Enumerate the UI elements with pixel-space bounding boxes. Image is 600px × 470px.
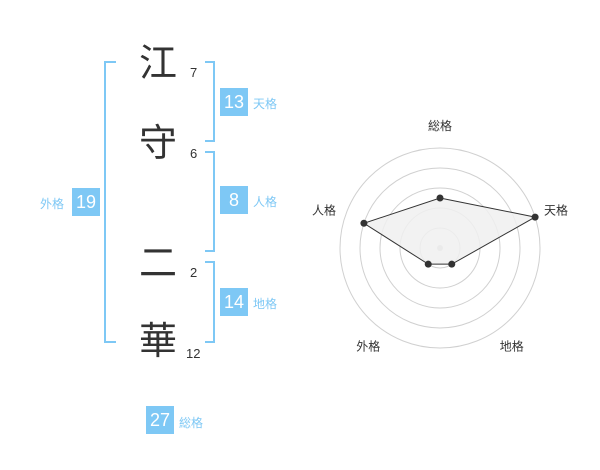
- chikaku-value: 14: [220, 288, 248, 316]
- radar-point: [531, 213, 539, 221]
- radar-point: [436, 194, 444, 202]
- name-char-3: 二: [138, 241, 177, 285]
- gaikaku-label: 外格: [40, 197, 65, 211]
- name-char-4: 華: [138, 319, 177, 363]
- radar-polygon: [362, 197, 537, 265]
- chikaku-label: 地格: [253, 297, 278, 311]
- radar-axis-label: 外格: [356, 339, 380, 354]
- soukaku-label: 総格: [179, 416, 204, 430]
- radar-point: [424, 260, 432, 268]
- gaikaku-bracket: [104, 61, 116, 343]
- radar-ring: [379, 187, 501, 309]
- radar-ring: [339, 147, 541, 349]
- radar-point: [360, 219, 368, 227]
- stroke-count-4: 12: [186, 346, 201, 361]
- stroke-count-3: 2: [190, 265, 198, 280]
- soukaku-value: 27: [146, 406, 174, 434]
- chikaku-bracket: [205, 261, 215, 343]
- radar-axis-label: 天格: [544, 202, 568, 217]
- tenkaku-value: 13: [220, 88, 248, 116]
- radar-shape: [360, 194, 539, 268]
- jinkaku-bracket: [205, 151, 215, 252]
- name-char-1: 江: [138, 41, 177, 85]
- gaikaku-value: 19: [72, 188, 100, 216]
- radar-axis-label: 総格: [428, 118, 452, 133]
- radar-axis-label: 人格: [312, 202, 336, 217]
- tenkaku-label: 天格: [253, 97, 278, 111]
- tenkaku-bracket: [205, 61, 215, 142]
- jinkaku-value: 8: [220, 186, 248, 214]
- radar-axis-label: 地格: [500, 339, 524, 354]
- stroke-count-1: 7: [190, 65, 198, 80]
- stroke-count-2: 6: [190, 146, 198, 161]
- jinkaku-label: 人格: [253, 195, 278, 209]
- radar-point: [448, 260, 456, 268]
- name-char-2: 守: [138, 121, 177, 165]
- radar-ring: [359, 167, 521, 329]
